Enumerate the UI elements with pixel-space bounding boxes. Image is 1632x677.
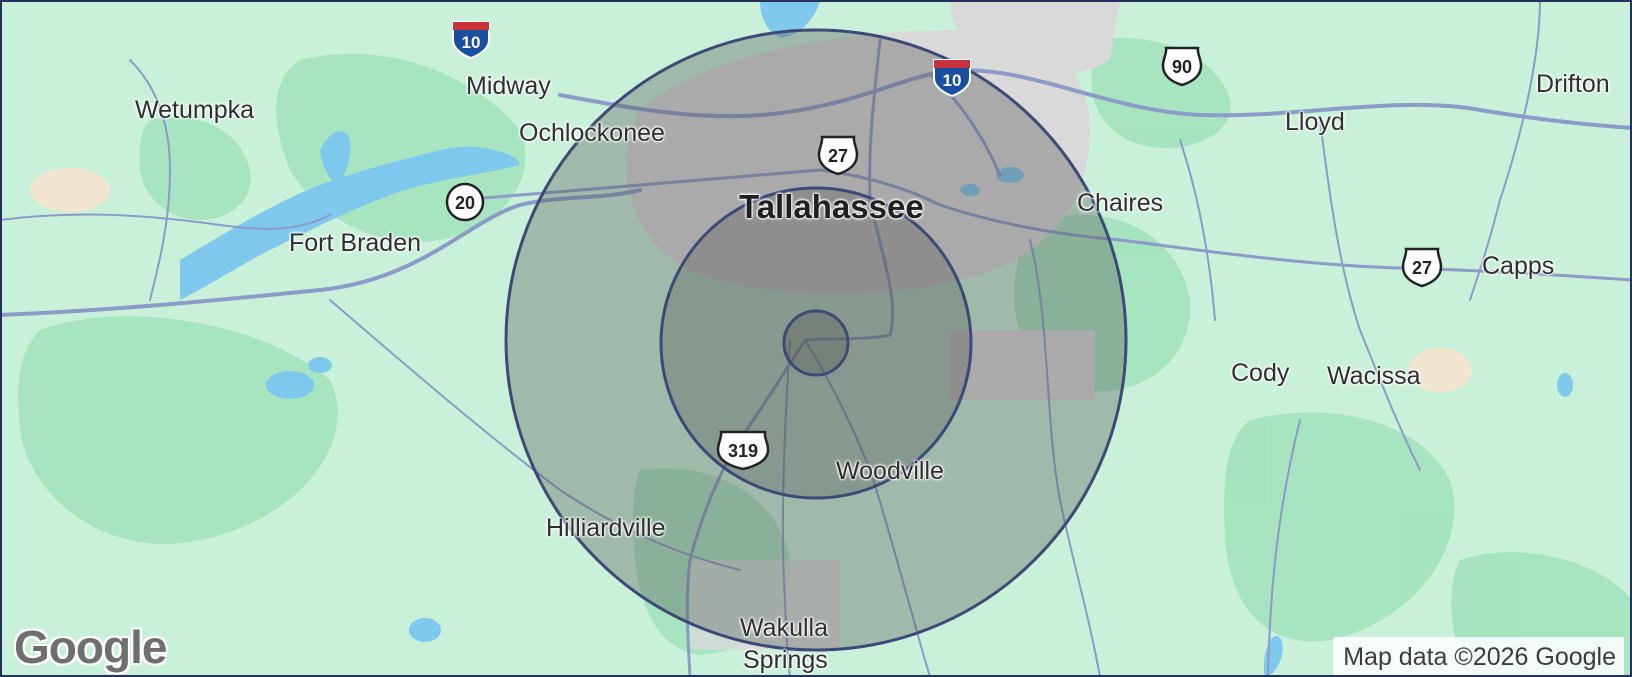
svg-text:10: 10 [462,33,481,52]
inner-radius-ring [782,309,850,377]
place-label-ochlockonee: Ochlockonee [519,119,665,147]
middle-radius-ring [659,186,973,500]
map-attribution[interactable]: Map data ©2026 Google [1333,637,1624,677]
place-label-wetumpka: Wetumpka [135,96,255,124]
us-27-shield-east: 27 [1401,247,1443,288]
place-label-midway: Midway [466,72,551,100]
interstate-10-shield-west: 10 [452,21,490,60]
place-label-springs: Springs [743,646,828,674]
place-label-hilliardville: Hilliardville [546,514,666,542]
place-label-fort-braden: Fort Braden [289,229,422,257]
us-319-shield: 319 [716,430,770,471]
svg-text:27: 27 [828,146,848,166]
svg-text:10: 10 [943,71,962,90]
svg-text:319: 319 [728,441,758,461]
urban-areas [626,0,1120,650]
place-label-wacissa: Wacissa [1327,362,1421,390]
place-label-cody: Cody [1231,359,1290,387]
svg-text:20: 20 [455,193,475,213]
place-label-chaires: Chaires [1077,189,1164,217]
place-label-drifton: Drifton [1536,70,1610,98]
us-90-shield: 90 [1161,46,1203,87]
place-label-tallahassee: Tallahassee [739,188,924,225]
place-label-capps: Capps [1482,252,1555,280]
state-road-20-shield: 20 [445,182,485,222]
google-logo[interactable]: Google [14,621,167,673]
us-27-shield-north: 27 [817,135,859,176]
place-label-wakulla: Wakulla [740,614,828,642]
interstate-10-shield-east: 10 [933,59,971,98]
svg-text:27: 27 [1412,258,1432,278]
place-label-lloyd: Lloyd [1285,108,1345,136]
sand-areas [30,168,1472,392]
outer-radius-ring [504,28,1128,652]
radius-rings [504,28,1128,652]
svg-text:90: 90 [1172,57,1192,77]
place-label-woodville: Woodville [836,457,944,485]
